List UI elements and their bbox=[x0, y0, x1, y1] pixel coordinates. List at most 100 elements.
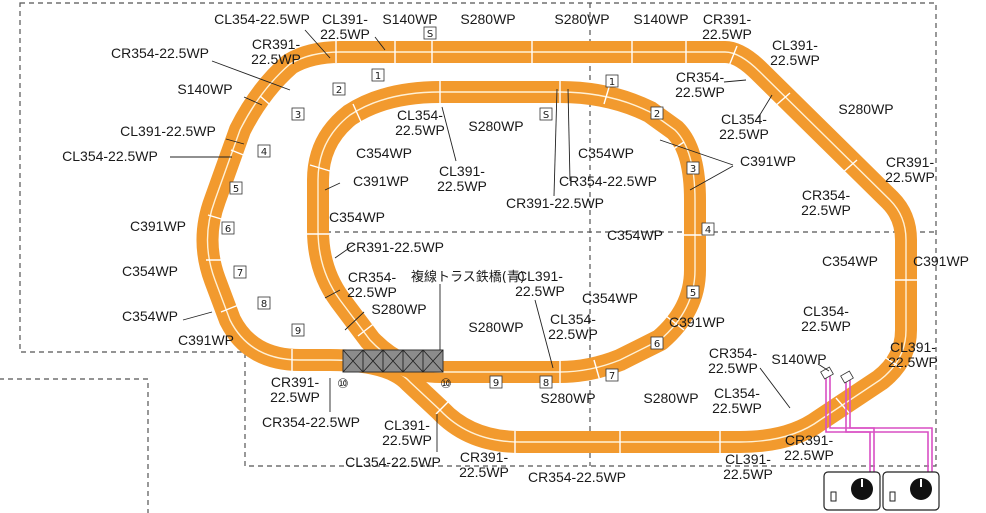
track-label: CL354-22.5WP bbox=[395, 107, 445, 138]
track-label-line: 22.5WP bbox=[548, 326, 598, 342]
track-label: S140WP bbox=[771, 351, 826, 367]
track-label: C354WP bbox=[122, 263, 178, 279]
section-marker-text: 8 bbox=[543, 378, 549, 389]
track-label: C354WP bbox=[607, 227, 663, 243]
track-label-line: CR354- bbox=[348, 269, 397, 285]
track-label-line: 22.5WP bbox=[888, 354, 938, 370]
track-label-line: CL354- bbox=[397, 107, 443, 123]
track-label-line: C354WP bbox=[578, 145, 634, 161]
track-label: CR391-22.5WP bbox=[270, 374, 320, 405]
controller-knob-icon bbox=[851, 478, 873, 500]
track-label-line: 22.5WP bbox=[347, 284, 397, 300]
section-marker: 7 bbox=[233, 265, 247, 279]
track-label: S280WP bbox=[554, 11, 609, 27]
bridge-section-marker: ⑩ bbox=[440, 377, 452, 392]
track-label-line: CL354-22.5WP bbox=[62, 148, 158, 164]
track-label: C391WP bbox=[130, 218, 186, 234]
track-label: CR391-22.5WP bbox=[784, 432, 834, 463]
section-marker: 9 bbox=[489, 375, 503, 389]
power-controller-right[interactable] bbox=[882, 471, 940, 511]
track-label: C391WP bbox=[740, 153, 796, 169]
track-label: CR354-22.5WP bbox=[528, 469, 626, 485]
track-label: S140WP bbox=[382, 11, 437, 27]
track-label-line: 22.5WP bbox=[885, 169, 935, 185]
track-label: S280WP bbox=[643, 390, 698, 406]
section-marker-text: 1 bbox=[375, 71, 381, 82]
track-label: CR391-22.5WP bbox=[885, 154, 935, 185]
track-label-line: S280WP bbox=[371, 301, 426, 317]
track-label-line: S140WP bbox=[771, 351, 826, 367]
track-label: S280WP bbox=[468, 118, 523, 134]
track-label-line: CR391- bbox=[271, 374, 320, 390]
track-label-line: CL354-22.5WP bbox=[214, 11, 310, 27]
track-label: CL354-22.5WP bbox=[801, 303, 851, 334]
track-label-line: CL354- bbox=[721, 111, 767, 127]
section-marker-text: 1 bbox=[609, 77, 615, 88]
section-marker: 2 bbox=[332, 82, 346, 96]
track-label-line: C354WP bbox=[329, 209, 385, 225]
track-label-line: 22.5WP bbox=[675, 84, 725, 100]
track-label-line: S280WP bbox=[540, 390, 595, 406]
track-label-line: 22.5WP bbox=[801, 318, 851, 334]
bridge-section-marker: ⑩ bbox=[337, 377, 349, 392]
track-label: CR354-22.5WP bbox=[262, 414, 360, 430]
track-label-line: C391WP bbox=[913, 253, 969, 269]
track-label: S280WP bbox=[460, 11, 515, 27]
track-label-line: S140WP bbox=[382, 11, 437, 27]
track-label-line: CR391- bbox=[886, 154, 935, 170]
track-label-line: S280WP bbox=[838, 101, 893, 117]
track-label-line: C391WP bbox=[669, 314, 725, 330]
power-controller-left[interactable] bbox=[823, 471, 881, 511]
section-marker-text: S bbox=[543, 110, 549, 121]
track-label-line: 22.5WP bbox=[251, 51, 301, 67]
track-label: CL354-22.5WP bbox=[712, 385, 762, 416]
section-marker-text: 6 bbox=[654, 339, 660, 350]
track-label-line: C354WP bbox=[122, 308, 178, 324]
track-label-line: 22.5WP bbox=[708, 360, 758, 376]
section-marker: 3 bbox=[686, 161, 700, 175]
track-label: CR354-22.5WP bbox=[347, 269, 397, 300]
track-label: S280WP bbox=[838, 101, 893, 117]
track-label: S140WP bbox=[177, 81, 232, 97]
section-marker-text: 2 bbox=[654, 109, 660, 120]
track-label-line: CL391- bbox=[439, 163, 485, 179]
section-marker: 1 bbox=[371, 68, 385, 82]
section-marker-text: 4 bbox=[261, 147, 267, 158]
track-label: CR391-22.5WP bbox=[459, 449, 509, 480]
track-label: CR391-22.5WP bbox=[506, 195, 604, 211]
track-label-line: CL391- bbox=[517, 268, 563, 284]
track-label-line: CL354- bbox=[803, 303, 849, 319]
track-label-line: C354WP bbox=[356, 145, 412, 161]
section-marker-text: 8 bbox=[261, 299, 267, 310]
track-label-line: S280WP bbox=[554, 11, 609, 27]
section-marker-text: 6 bbox=[225, 224, 231, 235]
track-joints bbox=[206, 41, 917, 453]
track-label-line: S280WP bbox=[460, 11, 515, 27]
track-label-line: 22.5WP bbox=[320, 26, 370, 42]
track-label-line: C354WP bbox=[122, 263, 178, 279]
track-label-line: S280WP bbox=[468, 118, 523, 134]
track-label-line: C391WP bbox=[353, 173, 409, 189]
track-label: C391WP bbox=[913, 253, 969, 269]
track-label: CL391-22.5WP bbox=[320, 11, 370, 42]
section-marker: 4 bbox=[257, 144, 271, 158]
sheet-frames bbox=[0, 2, 937, 513]
track-label: CR391-22.5WP bbox=[702, 11, 752, 42]
section-marker-text: 9 bbox=[493, 378, 499, 389]
track-label-line: CR391- bbox=[785, 432, 834, 448]
track-label: CL354-22.5WP bbox=[548, 311, 598, 342]
track-label-line: 22.5WP bbox=[395, 122, 445, 138]
track-label: CR391-22.5WP bbox=[346, 239, 444, 255]
track-label: S280WP bbox=[371, 301, 426, 317]
track-label: S140WP bbox=[633, 11, 688, 27]
track-label-line: 22.5WP bbox=[702, 26, 752, 42]
track-label-line: CR354- bbox=[676, 69, 725, 85]
track-label: C354WP bbox=[582, 290, 638, 306]
track-label-line: S140WP bbox=[633, 11, 688, 27]
track-label-line: C354WP bbox=[582, 290, 638, 306]
track-label-line: CR391- bbox=[703, 11, 752, 27]
track-label-line: S280WP bbox=[468, 319, 523, 335]
